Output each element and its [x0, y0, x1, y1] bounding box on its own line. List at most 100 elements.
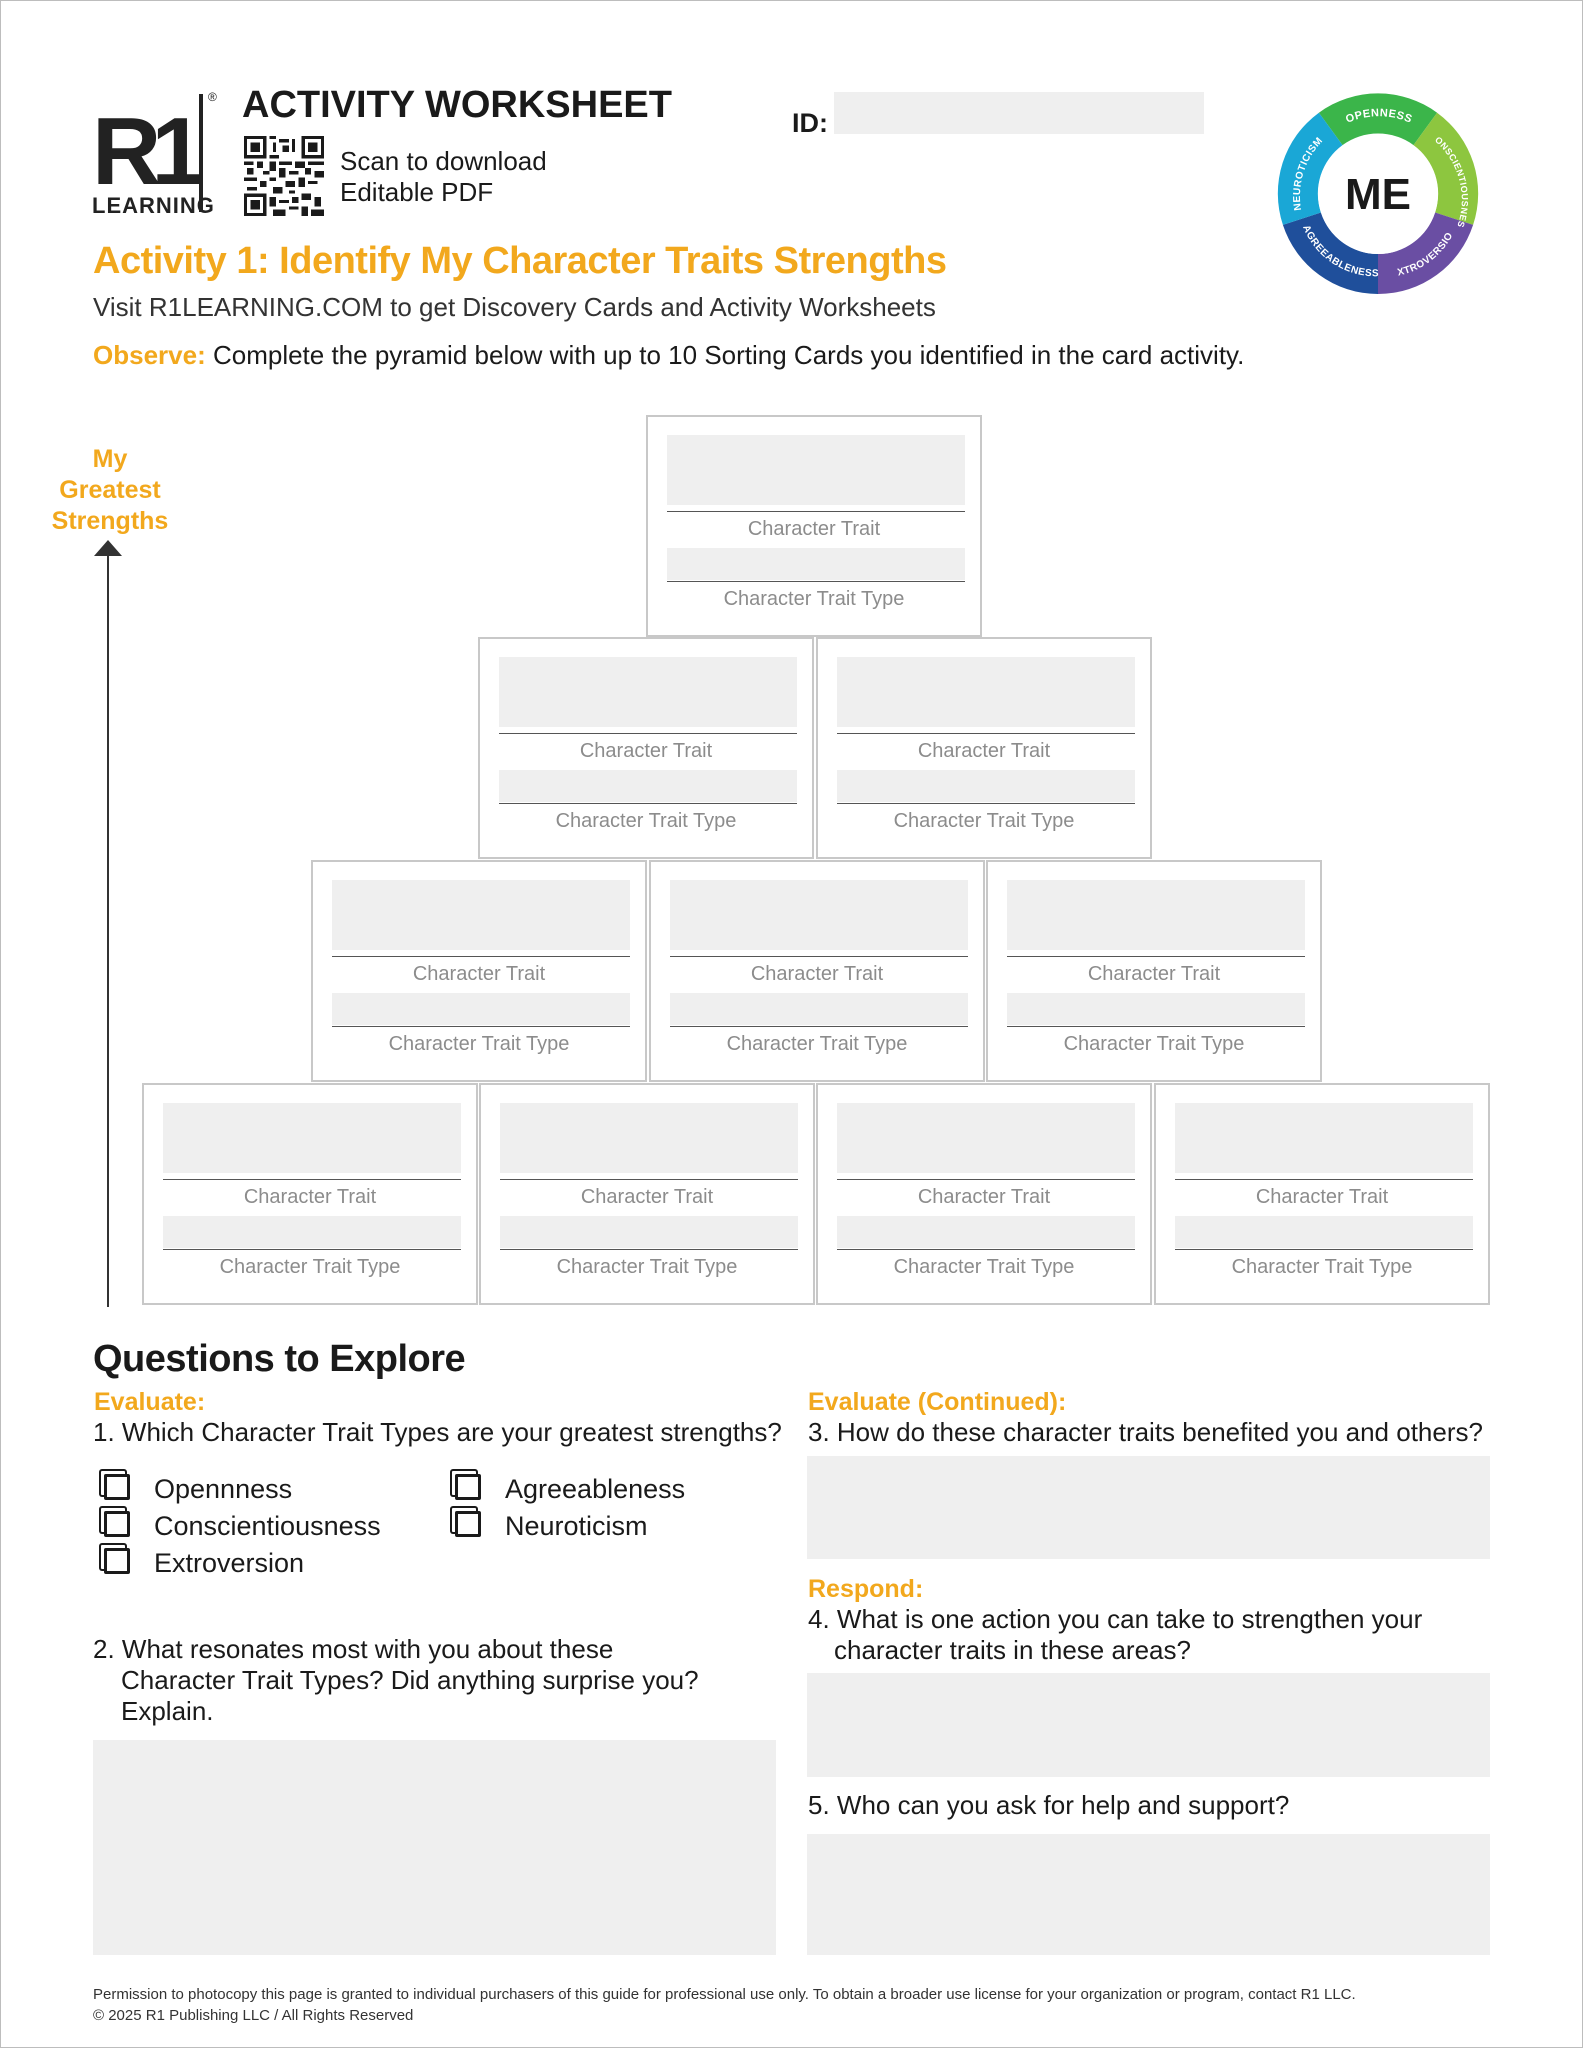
option-label: Extroversion	[154, 1548, 305, 1578]
card-drop-area[interactable]	[499, 657, 797, 727]
card-drop-area[interactable]	[1175, 1103, 1473, 1173]
option-extroversion[interactable]: Extroversion	[98, 1548, 304, 1579]
pyramid-card[interactable]: Character Trait Character Trait Type	[646, 415, 982, 637]
checkbox-icon[interactable]	[455, 1511, 481, 1537]
question-4-line1: 4. What is one action you can take to st…	[808, 1604, 1423, 1634]
strength-axis-line	[107, 552, 109, 1307]
pyramid-card[interactable]: Character Trait Character Trait Type	[311, 860, 647, 1082]
divider	[1175, 1249, 1473, 1250]
trait-type-field[interactable]	[837, 770, 1135, 802]
divider	[837, 1179, 1135, 1180]
evaluate-continued-label: Evaluate (Continued):	[808, 1388, 1067, 1416]
footer-copyright: © 2025 R1 Publishing LLC / All Rights Re…	[93, 2007, 414, 2024]
card-drop-area[interactable]	[667, 435, 965, 505]
trait-label: Character Trait	[750, 963, 884, 985]
question-4-line2: character traits in these areas?	[834, 1635, 1191, 1665]
answer-field-q3[interactable]	[807, 1456, 1490, 1559]
trait-type-field[interactable]	[332, 993, 630, 1025]
trait-label: Character Trait	[747, 518, 881, 540]
wheel-segment-extroversion	[1378, 212, 1474, 294]
id-field[interactable]	[834, 92, 1204, 134]
trait-type-label: Character Trait Type	[893, 1256, 1075, 1278]
trait-type-field[interactable]	[1007, 993, 1305, 1025]
trait-type-field[interactable]	[670, 993, 968, 1025]
pyramid-card[interactable]: Character Trait Character Trait Type	[649, 860, 985, 1082]
answer-field-q5[interactable]	[807, 1834, 1490, 1955]
pyramid-card[interactable]: Character Trait Character Trait Type	[479, 1083, 815, 1305]
activity-title: Activity 1: Identify My Character Traits…	[93, 240, 947, 282]
question-2-line1: 2. What resonates most with you about th…	[93, 1634, 614, 1664]
divider	[163, 1249, 461, 1250]
card-drop-area[interactable]	[1007, 880, 1305, 950]
answer-field-q2[interactable]	[93, 1740, 776, 1955]
pyramid-card[interactable]: Character Trait Character Trait Type	[986, 860, 1322, 1082]
trait-type-field[interactable]	[163, 1216, 461, 1248]
logo-wordmark: LEARNING	[92, 193, 215, 218]
question-2-line3: Explain.	[121, 1696, 214, 1726]
trait-type-label: Character Trait Type	[1231, 1256, 1413, 1278]
wheel-segment-neuroticism	[1277, 112, 1343, 225]
option-neuroticism[interactable]: Neuroticism	[449, 1511, 648, 1542]
trait-label: Character Trait	[412, 963, 546, 985]
checkbox-icon[interactable]	[104, 1511, 130, 1537]
trait-type-field[interactable]	[1175, 1216, 1473, 1248]
visit-instructions: Visit R1LEARNING.COM to get Discovery Ca…	[93, 292, 936, 322]
divider	[667, 581, 965, 582]
trait-type-label: Character Trait Type	[893, 810, 1075, 832]
wheel-label-openness: OPENNESS	[1344, 107, 1414, 126]
qr-code-icon[interactable]	[244, 136, 324, 216]
trait-type-label: Character Trait Type	[556, 1256, 738, 1278]
trait-type-label: Character Trait Type	[723, 588, 905, 610]
question-2-line2: Character Trait Types? Did anything surp…	[121, 1665, 699, 1695]
checkbox-icon[interactable]	[104, 1548, 130, 1574]
checkbox-icon[interactable]	[104, 1474, 130, 1500]
trait-type-field[interactable]	[837, 1216, 1135, 1248]
divider	[163, 1179, 461, 1180]
trait-label: Character Trait	[243, 1186, 377, 1208]
questions-heading: Questions to Explore	[93, 1338, 466, 1380]
evaluate-label: Evaluate:	[94, 1388, 206, 1416]
card-drop-area[interactable]	[163, 1103, 461, 1173]
card-drop-area[interactable]	[837, 657, 1135, 727]
option-label: Opennness	[154, 1474, 293, 1504]
trait-type-field[interactable]	[667, 548, 965, 580]
question-4: 4. What is one action you can take to st…	[808, 1604, 1422, 1666]
card-drop-area[interactable]	[500, 1103, 798, 1173]
divider	[1007, 956, 1305, 957]
option-conscientiousness[interactable]: Conscientiousness	[98, 1511, 381, 1542]
checkbox-icon[interactable]	[455, 1474, 481, 1500]
question-5: 5. Who can you ask for help and support?	[808, 1790, 1290, 1820]
option-label: Neuroticism	[505, 1511, 648, 1541]
qr-caption-line2: Editable PDF	[340, 177, 494, 207]
question-3: 3. How do these character traits benefit…	[808, 1417, 1483, 1447]
question-2: 2. What resonates most with you about th…	[93, 1634, 699, 1727]
option-agreeableness[interactable]: Agreeableness	[449, 1474, 685, 1505]
pyramid-card[interactable]: Character Trait Character Trait Type	[478, 637, 814, 859]
divider	[1007, 1026, 1305, 1027]
trait-type-label: Character Trait Type	[388, 1033, 570, 1055]
divider	[837, 1249, 1135, 1250]
option-openness[interactable]: Opennness	[98, 1474, 292, 1505]
trait-type-field[interactable]	[499, 770, 797, 802]
respond-label: Respond:	[808, 1575, 924, 1603]
logo-mark: R1	[92, 98, 205, 205]
card-drop-area[interactable]	[332, 880, 630, 950]
wheel-segment-agreeableness	[1282, 212, 1378, 294]
observe-text: Complete the pyramid below with up to 10…	[205, 340, 1245, 370]
greatest-strengths-line2: Greatest	[59, 476, 161, 504]
pyramid-card[interactable]: Character Trait Character Trait Type	[816, 637, 1152, 859]
logo-registered-mark: ®	[208, 90, 217, 104]
pyramid-card[interactable]: Character Trait Character Trait Type	[142, 1083, 478, 1305]
personality-wheel: ME OPENNESS CONSCIENTIOUSNESS EXTROVERSI…	[1268, 84, 1479, 294]
pyramid-card[interactable]: Character Trait Character Trait Type	[1154, 1083, 1490, 1305]
card-drop-area[interactable]	[670, 880, 968, 950]
trait-type-label: Character Trait Type	[219, 1256, 401, 1278]
wheel-center-label: ME	[1345, 170, 1411, 219]
answer-field-q4[interactable]	[807, 1673, 1490, 1777]
trait-type-field[interactable]	[500, 1216, 798, 1248]
card-drop-area[interactable]	[837, 1103, 1135, 1173]
trait-label: Character Trait	[1087, 963, 1221, 985]
trait-type-label: Character Trait Type	[726, 1033, 908, 1055]
pyramid-card[interactable]: Character Trait Character Trait Type	[816, 1083, 1152, 1305]
divider	[499, 733, 797, 734]
